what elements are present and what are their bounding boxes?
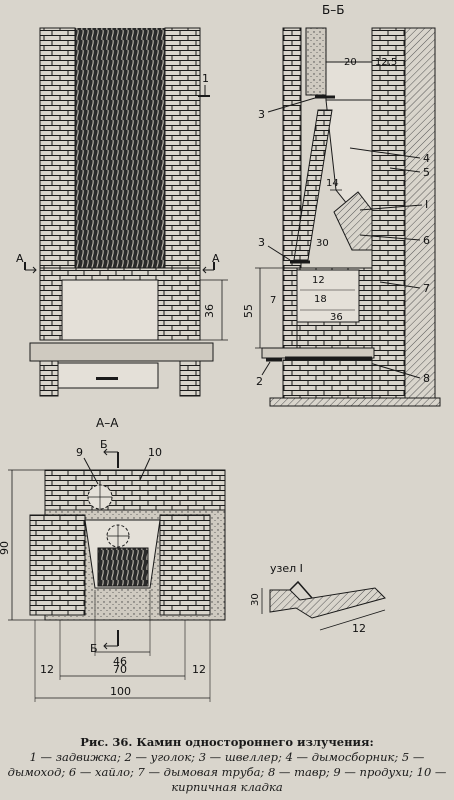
callout-9-leader xyxy=(83,457,99,485)
dim-7: 7 xyxy=(270,295,276,306)
section-lower-front-brick xyxy=(282,267,298,349)
callout-8: 8 xyxy=(423,372,430,385)
plan-brick-masonry xyxy=(44,469,226,511)
smoke-collector xyxy=(325,99,373,211)
plan-dim-12s: 12 12 xyxy=(40,663,206,676)
section-label-aa: А–А xyxy=(96,416,119,430)
detail-node-view: узел I 30 12 xyxy=(250,562,386,635)
plan-dim-90-label: 90 xyxy=(0,541,11,555)
section-upper-chimney xyxy=(305,27,327,96)
cut-marker-a-right: А xyxy=(202,252,220,274)
plan-aa-view: А–А 9 10 Б Б 90 xyxy=(0,416,226,702)
front-right-chimney-brick xyxy=(164,27,201,269)
detail-title: узел I xyxy=(270,562,303,575)
callout-1: 1 xyxy=(202,72,209,85)
callout-3-lower-leader xyxy=(267,245,291,261)
node-mark-1: I xyxy=(425,198,428,211)
dim-55-label: 55 xyxy=(242,304,255,318)
callout-3-top-leader xyxy=(267,97,316,113)
dim-18: 18 xyxy=(314,294,327,305)
detail-angle-plate xyxy=(269,587,386,619)
callout-9: 9 xyxy=(76,446,83,459)
callout-3-top: 3 xyxy=(258,108,265,121)
plan-dim-100: 100 xyxy=(34,620,211,702)
section-rear-wall xyxy=(404,27,436,399)
section-rear-brick xyxy=(371,27,406,399)
sloped-brick-wall xyxy=(293,109,333,261)
plan-dim-70-label: 70 xyxy=(113,663,127,676)
callout-6: 6 xyxy=(423,234,430,247)
callout-7: 7 xyxy=(423,282,430,295)
front-dim-36: 36 xyxy=(200,279,228,341)
front-base-right xyxy=(179,360,201,397)
plan-dim-12-left: 12 xyxy=(40,663,54,676)
section-base-brick xyxy=(282,359,373,399)
cut-label-b-bottom: Б xyxy=(90,642,98,655)
cut-marker-b-top: Б xyxy=(100,438,119,468)
section-floor xyxy=(269,397,441,407)
dim-30: 30 xyxy=(316,238,329,249)
dim-55: 55 xyxy=(242,267,283,349)
dim-20: 20 xyxy=(344,57,357,68)
dim-36-section: 36 xyxy=(330,312,343,323)
fireplace-drawing: 1 36 А А Б–Б 20 12,5 3 xyxy=(0,3,441,702)
section-bb-view: Б–Б 20 12,5 3 4 5 14 I 6 30 3 12 18 36 xyxy=(242,3,441,407)
plan-dim-12-right: 12 xyxy=(192,663,206,676)
detail-lip xyxy=(289,580,313,599)
cut-marker-b-bottom: Б xyxy=(90,630,119,655)
detail-dim-30-label: 30 xyxy=(250,593,261,606)
callout-5: 5 xyxy=(423,166,430,179)
figure-caption: Рис. 36. Камин одностороннего излучения:… xyxy=(4,735,450,795)
cut-marker-a-left: А xyxy=(16,252,37,274)
dim-12: 12 xyxy=(312,275,325,286)
front-dim-36-label: 36 xyxy=(203,304,216,318)
detail-dim-12-label: 12 xyxy=(352,622,366,635)
dim-12-5: 12,5 xyxy=(375,57,397,68)
callout-4-leader xyxy=(349,147,421,159)
plan-right-wing xyxy=(159,514,211,616)
callout-6-leader xyxy=(359,234,421,241)
front-view: 1 36 А А xyxy=(16,27,228,397)
front-ash-drawer xyxy=(57,362,159,389)
front-opening xyxy=(61,279,159,341)
callout-10: 10 xyxy=(148,446,162,459)
caption-title: Рис. 36. Камин одностороннего излучения: xyxy=(80,735,374,749)
plan-dim-100-label: 100 xyxy=(110,685,131,698)
detail-dim-30: 30 xyxy=(250,588,263,614)
section-label-bb: Б–Б xyxy=(322,3,344,17)
plan-left-wing xyxy=(29,514,86,616)
front-base-left xyxy=(39,360,59,397)
dim-14: 14 xyxy=(326,178,339,189)
callout-4: 4 xyxy=(423,152,430,165)
front-flue-zone xyxy=(75,28,165,268)
plan-dim-46-label: 46 xyxy=(113,655,127,668)
drawer-handle xyxy=(96,377,118,380)
cut-label-a-left: А xyxy=(16,252,24,265)
cut-label-a-right: А xyxy=(212,252,220,265)
plan-dim-70: 70 xyxy=(59,620,186,680)
callout-2: 2 xyxy=(256,375,263,388)
callout-10-leader xyxy=(139,457,151,481)
front-left-chimney-brick xyxy=(39,27,76,269)
section-flue-top xyxy=(325,61,373,101)
front-hearth-slab xyxy=(29,342,214,362)
plan-dim-90: 90 xyxy=(0,469,45,621)
detail-dim-12: 12 xyxy=(319,609,386,635)
callout-5-leader xyxy=(389,167,421,173)
caption-legend: 1 — задвижка; 2 — уголок; 3 — швеллер; 4… xyxy=(7,750,447,794)
callout-7-leader xyxy=(379,281,421,289)
plan-dim-46: 46 xyxy=(94,590,151,668)
firebox-opening xyxy=(296,269,360,323)
plan-grate xyxy=(97,547,149,587)
callout-2-leader xyxy=(261,361,271,376)
cut-label-b-top: Б xyxy=(100,438,108,451)
callout-3-lower: 3 xyxy=(258,236,265,249)
